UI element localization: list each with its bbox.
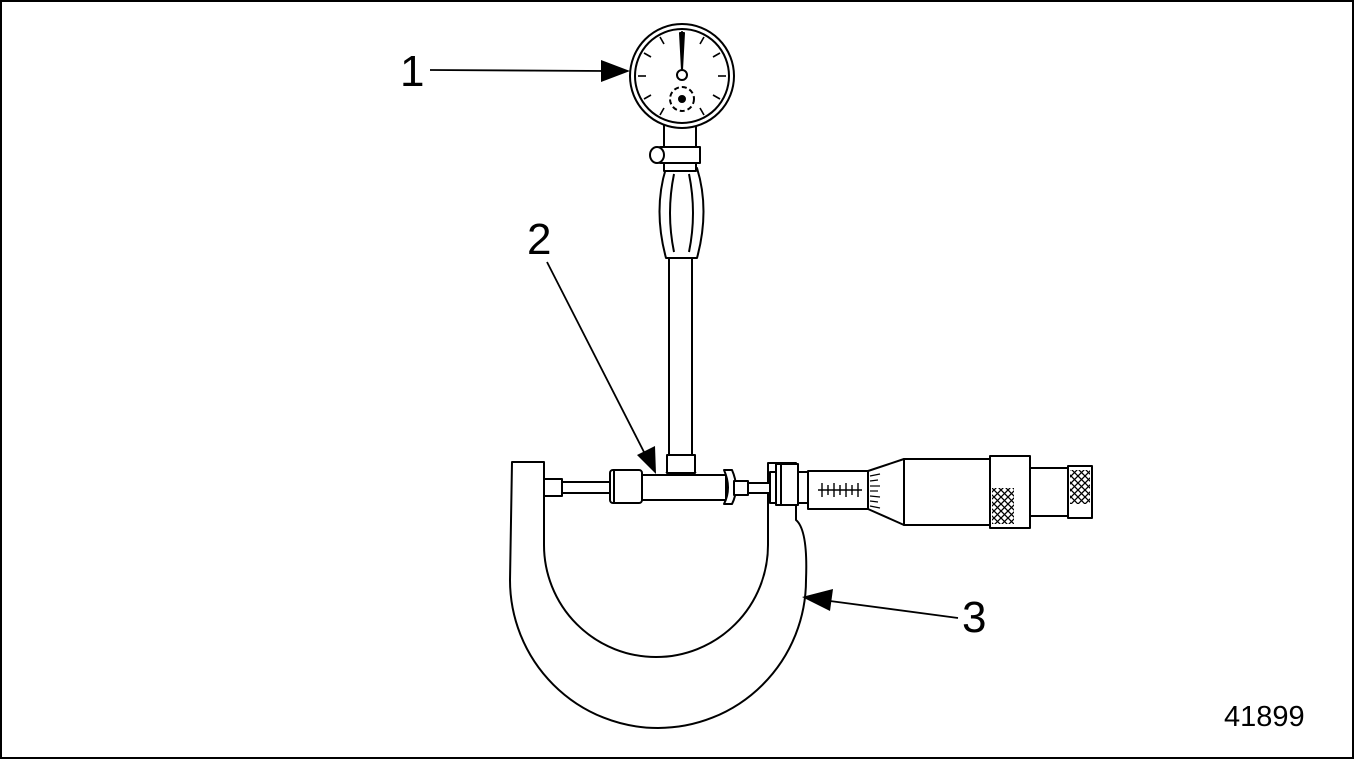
leader-3 [829, 600, 959, 619]
micrometer-ratchet [1067, 465, 1093, 519]
dial-indicator [629, 23, 735, 129]
micrometer-spindle [769, 463, 869, 510]
micrometer-thimble [867, 455, 1069, 529]
leader-2 [546, 261, 646, 455]
micrometer-anvil [543, 478, 611, 497]
callout-leaders [429, 69, 959, 619]
micrometer-frame [509, 461, 808, 729]
bore-gauge-shaft [666, 257, 696, 474]
bore-gauge-handle [658, 167, 705, 259]
callout-number-2: 2 [527, 215, 552, 264]
arrowhead-3 [802, 589, 833, 611]
arrowhead-1 [601, 60, 630, 82]
figure-id-label: 41899 [1224, 701, 1305, 733]
callout-number-1: 1 [400, 47, 425, 96]
callout-number-3: 3 [962, 593, 987, 642]
arrowhead-2 [637, 446, 656, 474]
leader-1 [429, 69, 607, 72]
callout-arrowheads [601, 60, 833, 611]
micrometer-sleeve-scale [818, 483, 862, 497]
bore-gauge-neck [649, 124, 701, 172]
bore-gauge-head [609, 466, 771, 505]
